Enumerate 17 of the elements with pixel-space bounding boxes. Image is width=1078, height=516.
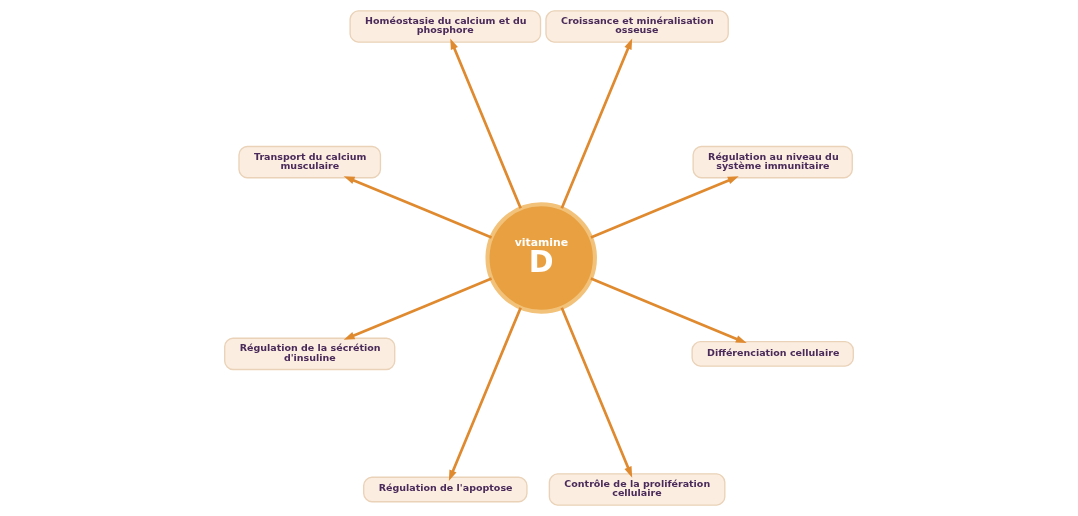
node-box: Homéostasie du calcium et du phosphore [349,10,542,43]
node-box: Régulation au niveau du système immunitaire [692,145,853,179]
node-box: Régulation de l'apoptose [363,476,528,503]
node-box: Contrôle de la prolifération cellulaire [548,473,726,506]
node-box: Différenciation cellulaire [691,340,854,367]
arrow [590,176,739,239]
arrow [448,307,522,481]
arrow [590,277,747,344]
arrow [560,307,633,478]
arrow [343,176,493,239]
node-box: Régulation de la sécrétion d'insuline [224,337,396,371]
arrow [343,277,493,340]
node-box: Transport du calcium musculaire [238,145,382,179]
arrow [450,38,522,209]
arrow [560,38,633,209]
node-circle: vitamine D [485,202,597,314]
node-box: Croissance et minéralisation osseuse [545,10,729,43]
